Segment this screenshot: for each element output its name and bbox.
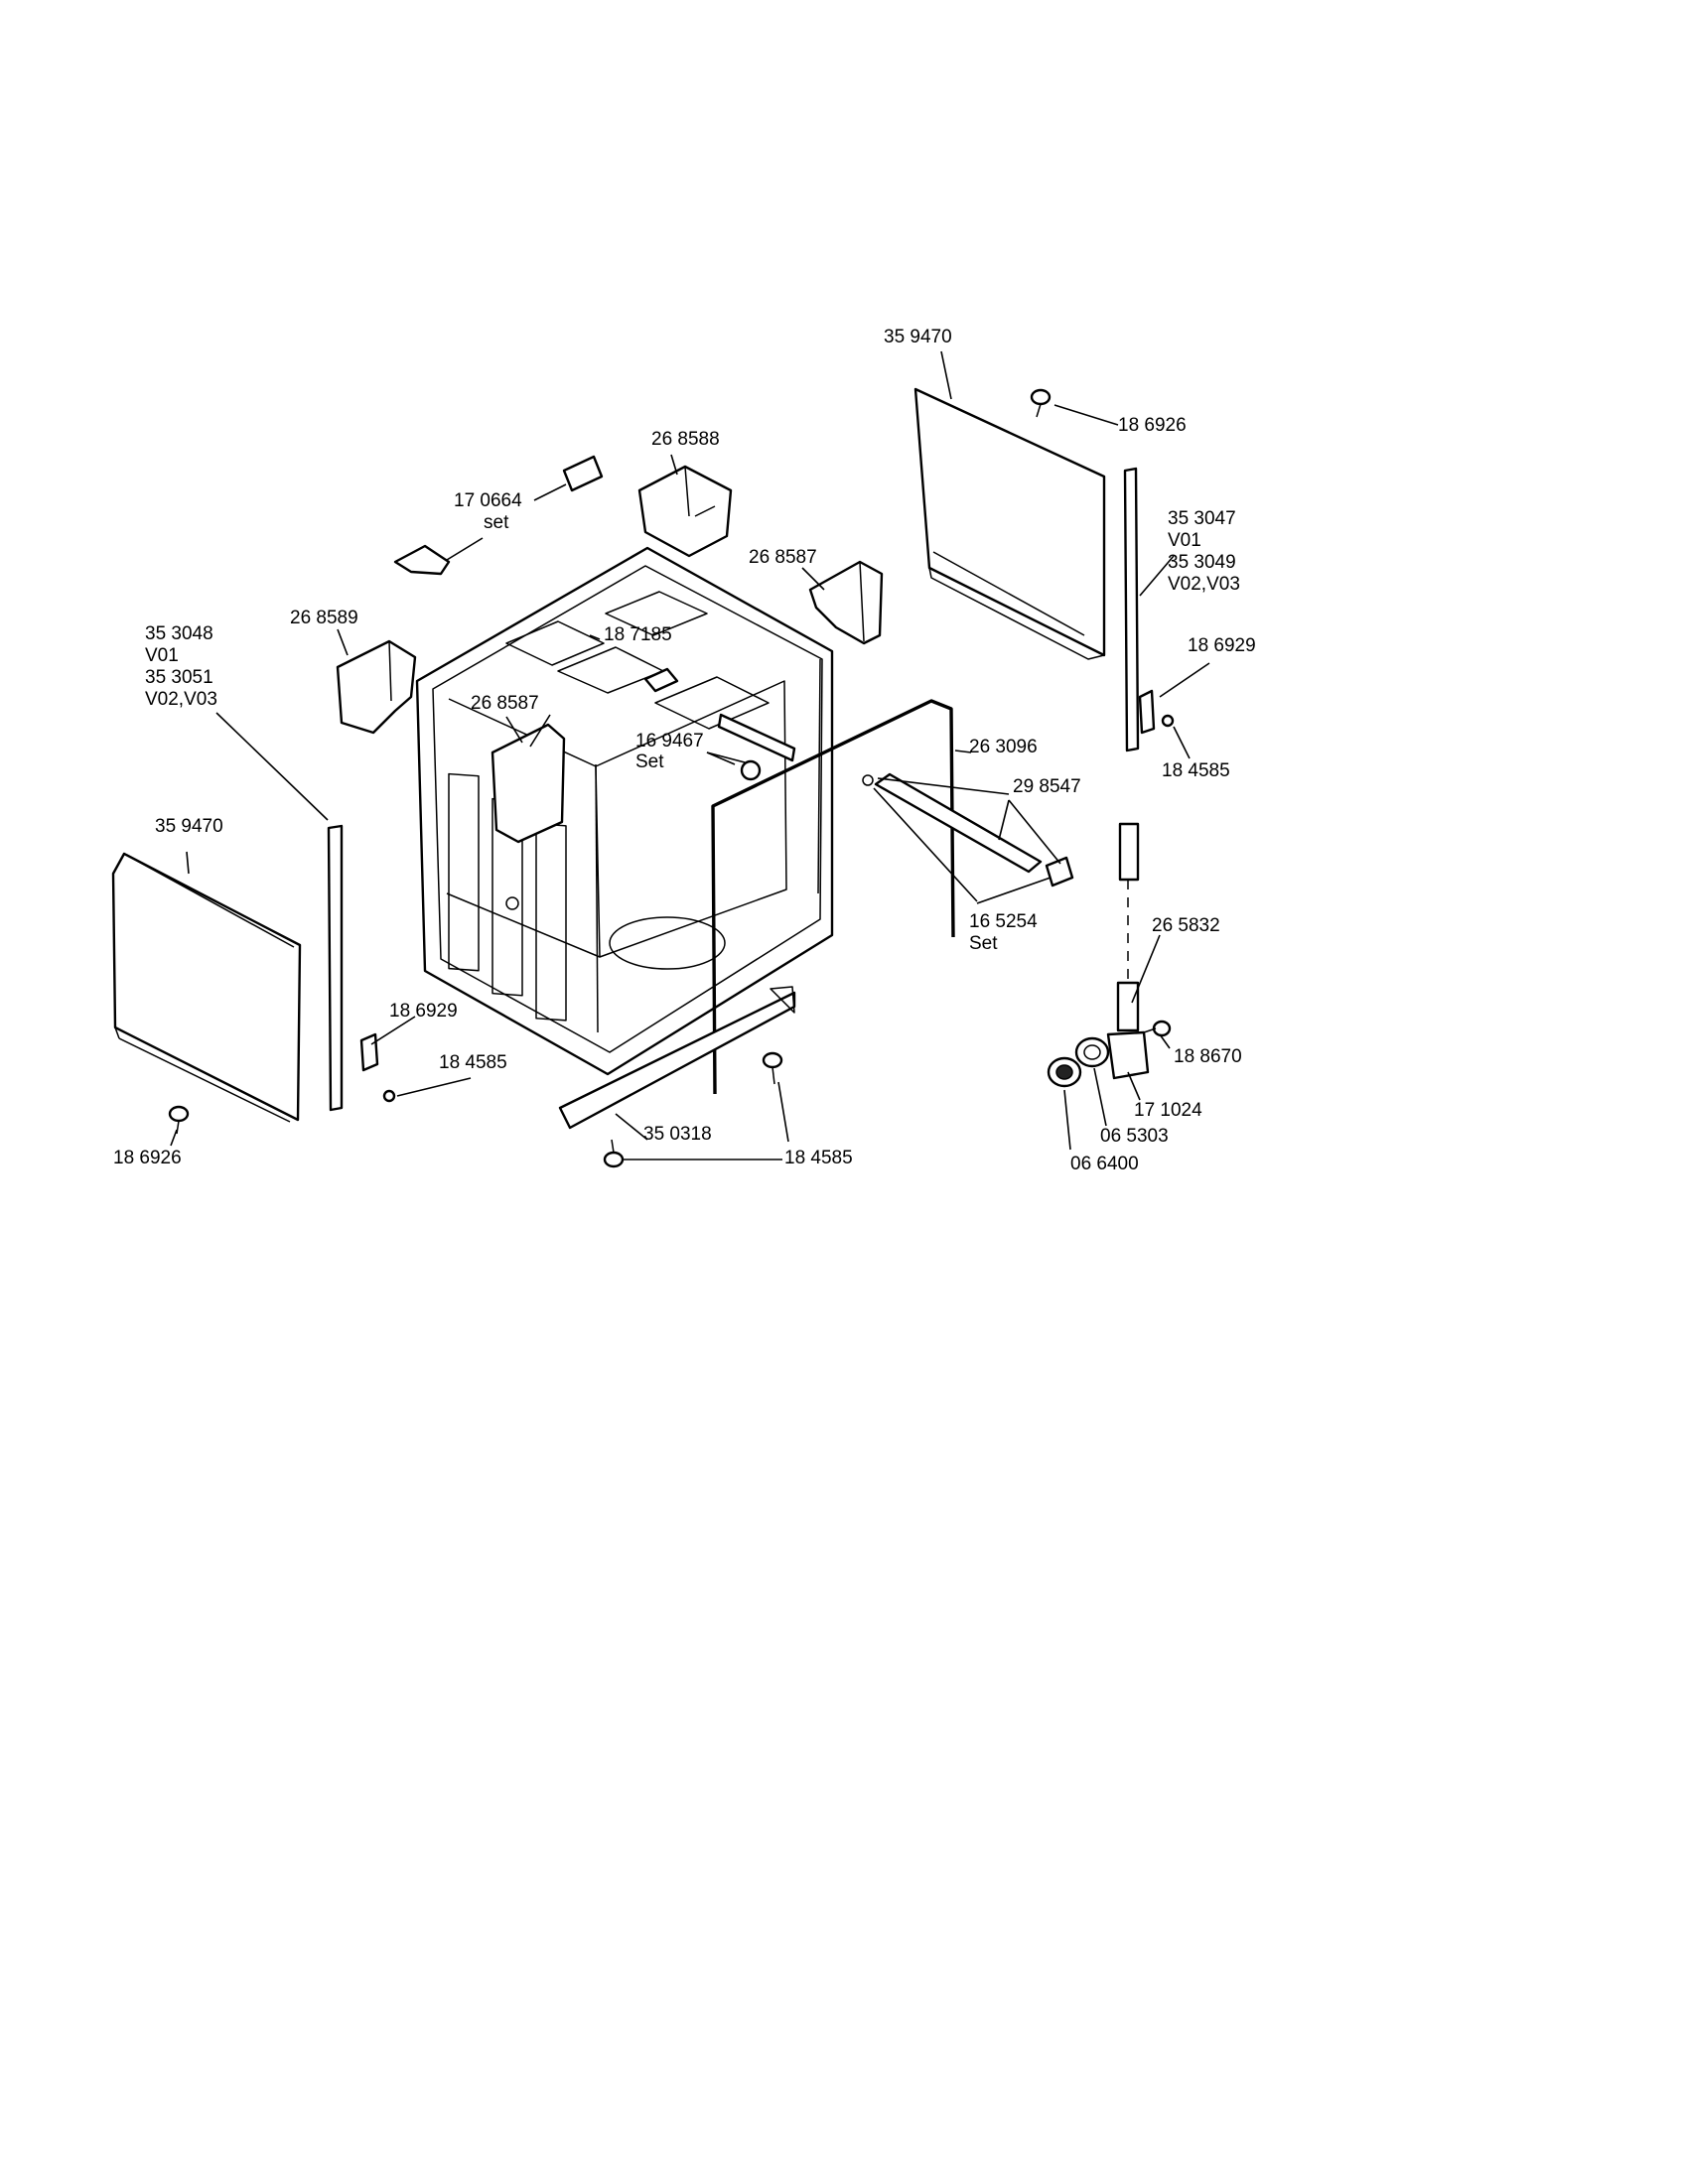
callout-labels: 35 9470 18 6926 26 8588 17 0664 set 26 8… <box>113 327 1256 1174</box>
label-35-3047: 35 3047 <box>1168 508 1236 529</box>
screw-18-4585-left <box>382 1089 396 1103</box>
leader-lines <box>170 350 1210 1160</box>
label-35-3047-v01: V01 <box>1168 530 1201 551</box>
side-panel-left <box>111 852 302 1123</box>
screw-18-7185 <box>643 667 679 693</box>
label-18-4585-bottom: 18 4585 <box>784 1148 853 1168</box>
label-06-6400: 06 6400 <box>1070 1154 1139 1174</box>
bracket-26-8587-right <box>808 560 884 645</box>
label-35-3049: 35 3049 <box>1168 552 1236 573</box>
label-35-3049-v02v03: V02,V03 <box>1168 574 1240 595</box>
tub-frame <box>415 546 834 1076</box>
side-panel-right <box>913 387 1106 660</box>
screw-16-9467 <box>717 713 796 781</box>
label-35-3051: 35 3051 <box>145 667 213 688</box>
clip-17-0664-a <box>562 455 604 492</box>
label-26-3096: 26 3096 <box>969 737 1038 757</box>
hose-assembly <box>1106 822 1150 1080</box>
bottom-rail <box>558 986 796 1130</box>
label-26-8587-center: 26 8587 <box>471 693 539 714</box>
label-18-4585-left: 18 4585 <box>439 1052 507 1073</box>
label-18-6929-right: 18 6929 <box>1188 635 1256 656</box>
screw-18-4585-right <box>1161 714 1175 728</box>
label-35-3051-v02v03: V02,V03 <box>145 689 217 710</box>
label-18-7185: 18 7185 <box>604 624 672 645</box>
label-16-5254: 16 5254 <box>969 911 1038 932</box>
label-16-5254-set: Set <box>969 933 998 954</box>
label-18-4585-right: 18 4585 <box>1162 760 1230 781</box>
label-17-1024: 17 1024 <box>1134 1100 1202 1121</box>
bracket-26-8587-center <box>491 723 566 844</box>
label-35-3048-v01: V01 <box>145 645 179 666</box>
washer-06-5303 <box>1074 1036 1110 1068</box>
label-26-8589: 26 8589 <box>290 608 358 628</box>
label-26-5832: 26 5832 <box>1152 915 1220 936</box>
label-29-8547: 29 8547 <box>1013 776 1081 797</box>
label-18-6926-top: 18 6926 <box>1118 415 1187 436</box>
door-seal <box>711 699 955 1095</box>
label-35-0318: 35 0318 <box>643 1124 712 1145</box>
label-35-9470-left: 35 9470 <box>155 816 223 837</box>
screw-18-6926-bottom <box>168 1105 190 1135</box>
label-35-9470-top: 35 9470 <box>884 327 952 347</box>
screw-18-4585-bottom <box>603 1139 625 1168</box>
strip-left <box>327 824 344 1112</box>
clip-18-6929-right <box>1138 689 1156 735</box>
bracket-26-8589 <box>336 639 417 735</box>
label-18-6929-left: 18 6929 <box>389 1001 458 1022</box>
label-18-6926-bottom: 18 6926 <box>113 1148 182 1168</box>
spray-tube <box>862 772 1074 887</box>
label-18-8670: 18 8670 <box>1174 1046 1242 1067</box>
label-26-8587-right: 26 8587 <box>749 547 817 568</box>
bracket-26-8588 <box>637 465 733 558</box>
label-35-3048: 35 3048 <box>145 623 213 644</box>
strip-right <box>1123 467 1140 752</box>
label-16-9467-set: Set <box>635 751 664 772</box>
screw-18-6926-top <box>1030 388 1052 418</box>
label-26-8588: 26 8588 <box>651 429 720 450</box>
washer-06-6400 <box>1047 1056 1082 1088</box>
screw-18-8670 <box>1143 1020 1172 1037</box>
label-06-5303: 06 5303 <box>1100 1126 1169 1147</box>
label-17-0664-set: set <box>484 512 509 533</box>
label-17-0664: 17 0664 <box>454 490 522 511</box>
screw-18-4585-mid <box>762 1051 783 1085</box>
label-16-9467: 16 9467 <box>635 731 704 751</box>
clip-17-0664-b <box>393 544 451 576</box>
clip-18-6929-left <box>359 1032 379 1072</box>
